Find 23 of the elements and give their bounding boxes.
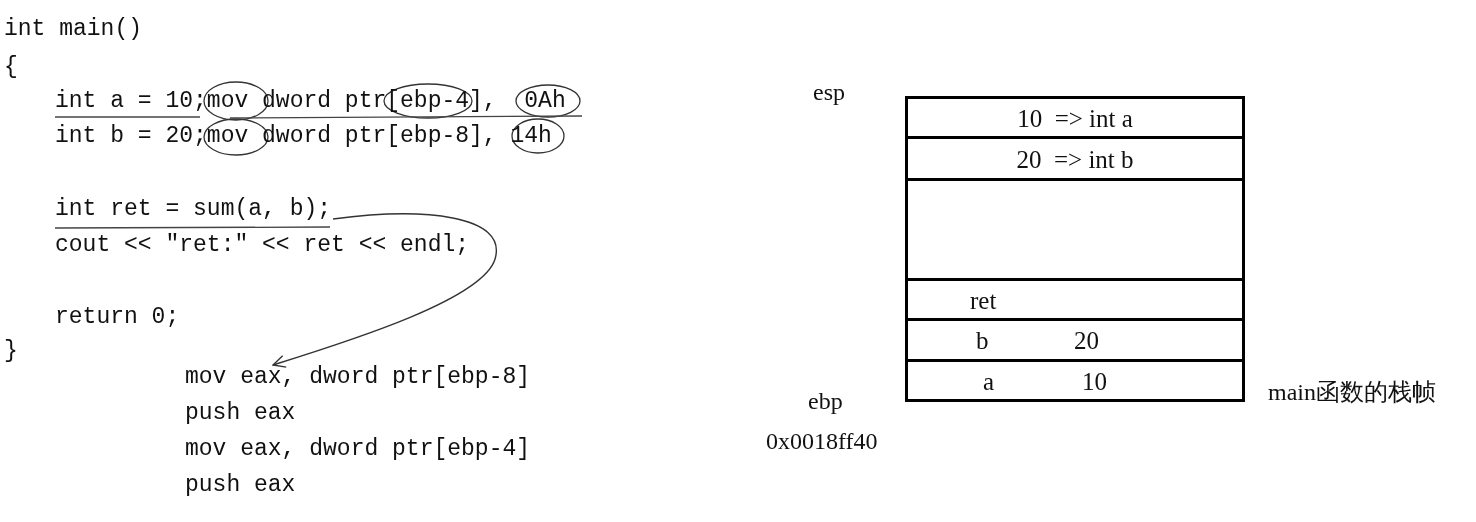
- assembly-line: push eax: [185, 474, 297, 500]
- code-line: cout << "ret:" << ret << endl;: [55, 234, 470, 257]
- slot-text: a: [983, 368, 995, 393]
- slot-text: b: [976, 327, 989, 353]
- arrow: [272, 213, 497, 368]
- code-line: int main(): [4, 18, 143, 41]
- assembly-line: mov eax, dword ptr[ebp-8]: [185, 366, 531, 392]
- code-line: }: [4, 340, 18, 363]
- assembly-line: mov eax, dword ptr[ebp-4]: [185, 438, 531, 464]
- frame-caption: main函数的栈帧: [1268, 380, 1436, 404]
- code-line: int ret = sum(a, b);: [55, 198, 332, 221]
- address-label: 0x0018ff40: [766, 429, 878, 453]
- stack-frame-box: [905, 96, 1245, 402]
- slot-text: 10 => int a: [1017, 105, 1133, 130]
- code-line: return 0;: [55, 306, 180, 329]
- slot-text: 10: [1082, 368, 1107, 393]
- code-line: {: [4, 56, 18, 79]
- register-label: esp: [813, 80, 845, 104]
- register-label: ebp: [808, 389, 843, 413]
- slot-text: ret: [970, 287, 997, 312]
- slot-text: 20 => int b: [1016, 146, 1134, 171]
- assembly-line: push eax: [185, 402, 297, 428]
- slot-text: 20: [1074, 327, 1099, 353]
